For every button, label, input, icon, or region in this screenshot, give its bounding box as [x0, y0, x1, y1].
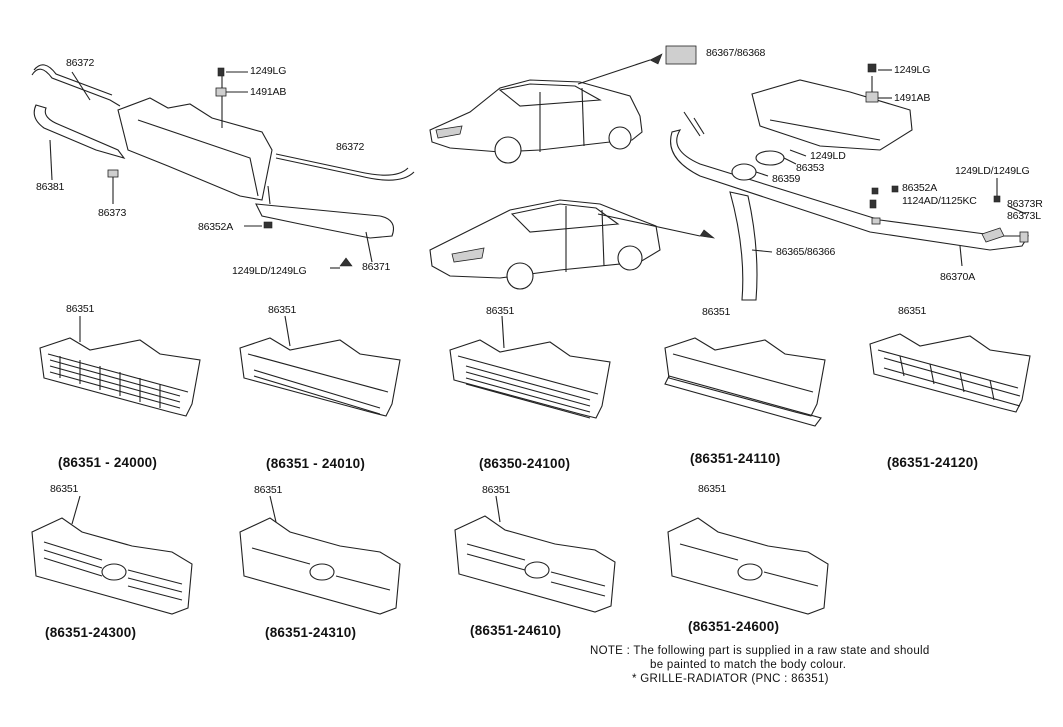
grille-86351-24000 — [39, 337, 201, 417]
label-86351-g9: 86351 — [698, 483, 727, 495]
caption-86351-24600: (86351-24600) — [688, 619, 780, 634]
label-86351-g2: 86351 — [268, 304, 297, 316]
label-86373: 86373 — [98, 207, 127, 219]
caption-86351-24120: (86351-24120) — [887, 455, 979, 470]
note-line-2: be painted to match the body colour. — [650, 659, 847, 671]
label-1124ad: 1124AD/1125KC — [902, 195, 977, 207]
label-86359: 86359 — [772, 173, 801, 185]
caption-86350-24100: (86350-24100) — [479, 456, 571, 471]
grille-86351-24120 — [869, 333, 1031, 413]
sedan-car-illustration — [429, 199, 716, 290]
label-86381: 86381 — [36, 181, 65, 193]
label-86373l: 86373L — [1007, 210, 1041, 222]
grille-86351-24310 — [239, 517, 401, 615]
label-86371: 86371 — [362, 261, 391, 273]
label-86372-top: 86372 — [66, 57, 95, 69]
top-right-assembly — [670, 63, 1029, 301]
label-86351-g4: 86351 — [702, 306, 731, 318]
label-86373r: 86373R — [1007, 198, 1043, 210]
label-1491ab-top: 1491AB — [250, 86, 287, 98]
label-1249ld-r: 1249LD — [810, 150, 846, 162]
label-86351-g1: 86351 — [66, 303, 95, 315]
label-86353: 86353 — [796, 162, 825, 174]
grille-leader-lines — [71, 315, 505, 525]
label-1491ab-right: 1491AB — [894, 92, 931, 104]
label-1249ld-left: 1249LD/1249LG — [232, 265, 307, 277]
top-left-assembly — [31, 64, 415, 269]
label-86351-g5: 86351 — [898, 305, 927, 317]
label-86351-g7: 86351 — [254, 484, 283, 496]
caption-86351-24000: (86351 - 24000) — [58, 455, 158, 470]
caption-86351-24310: (86351-24310) — [265, 625, 357, 640]
caption-86351-24610: (86351-24610) — [470, 623, 562, 638]
label-86352a-r: 86352A — [902, 182, 938, 194]
grille-86351-24610 — [454, 515, 616, 613]
label-86370a: 86370A — [940, 271, 976, 283]
grille-86351-24110 — [664, 337, 826, 427]
note-line-3: * GRILLE-RADIATOR (PNC : 86351) — [632, 673, 829, 685]
note-line-1: NOTE : The following part is supplied in… — [590, 645, 930, 657]
label-86365: 86365/86366 — [776, 246, 836, 258]
label-86372-mid: 86372 — [336, 141, 365, 153]
caption-86351-24110: (86351-24110) — [690, 451, 781, 466]
label-86367: 86367/86368 — [706, 47, 766, 59]
label-86351-g6: 86351 — [50, 483, 79, 495]
grille-86351-24010 — [239, 337, 401, 417]
grille-86351-24600 — [667, 517, 829, 615]
hatchback-car-illustration — [429, 45, 697, 164]
label-86352a-left: 86352A — [198, 221, 234, 233]
grille-86350-24100 — [449, 339, 611, 419]
caption-86351-24300: (86351-24300) — [45, 625, 137, 640]
label-86351-g8: 86351 — [482, 484, 511, 496]
caption-86351-24010: (86351 - 24010) — [266, 456, 366, 471]
label-1249lg-right: 1249LG — [894, 64, 931, 76]
label-1249ld-r2: 1249LD/1249LG — [955, 165, 1030, 177]
label-86351-g3: 86351 — [486, 305, 515, 317]
grille-86351-24300 — [31, 517, 193, 615]
label-1249lg-top: 1249LG — [250, 65, 287, 77]
